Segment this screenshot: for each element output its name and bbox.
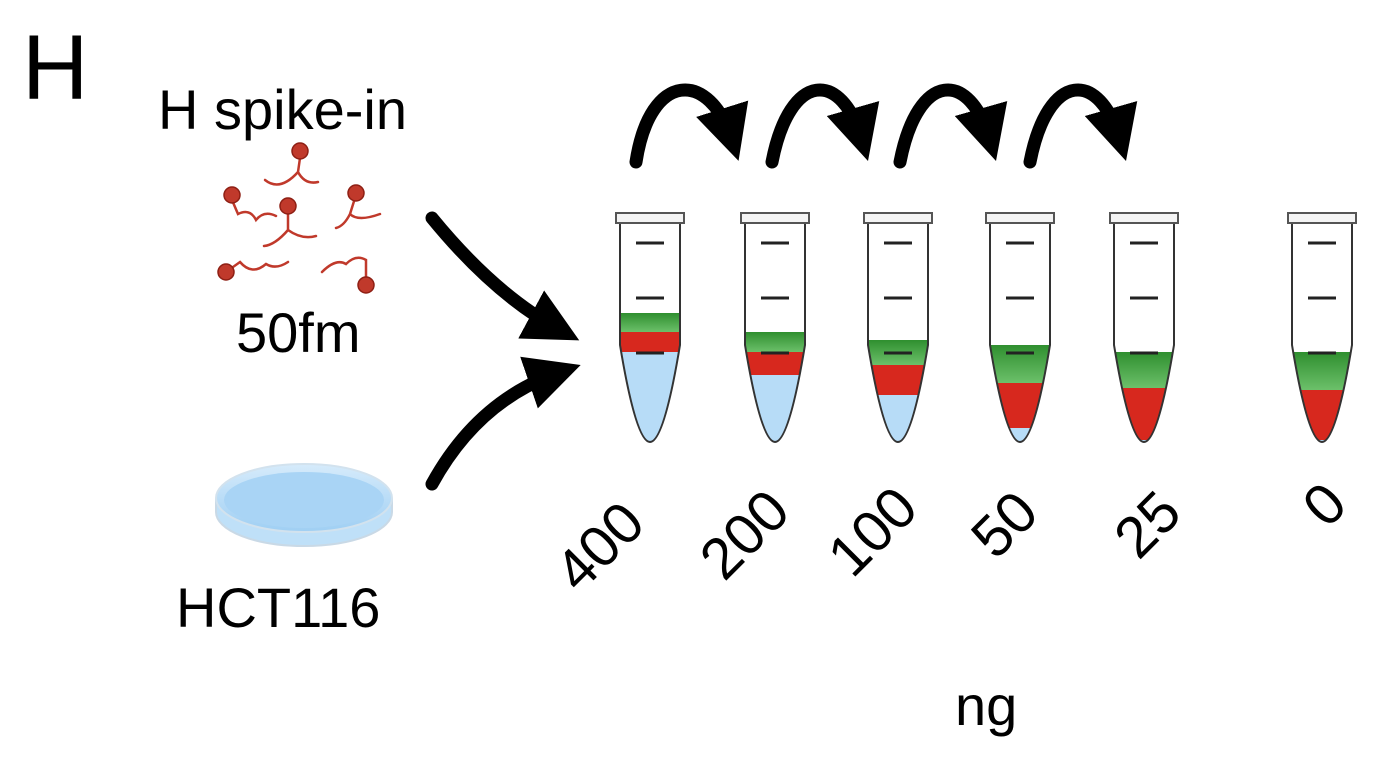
- tube-cap: [1109, 212, 1179, 224]
- tube-outline: [744, 221, 806, 444]
- sample-layer: [620, 352, 680, 442]
- buffer-layer: [1292, 352, 1352, 390]
- cell-line-label: HCT116: [176, 576, 381, 639]
- transfer-arrow-1: [629, 83, 749, 169]
- spike-in-layer: [1114, 388, 1174, 440]
- spike-in-arrow: [425, 211, 580, 341]
- unit-label: ng: [955, 674, 1018, 737]
- tube-50: [985, 212, 1055, 444]
- tube-cap: [615, 212, 685, 224]
- tube-cap: [985, 212, 1055, 224]
- tube-0: [1287, 212, 1357, 444]
- petri-dish-icon: [215, 463, 393, 547]
- tube-outline: [619, 221, 681, 444]
- transfer-arrow-3: [893, 83, 1008, 169]
- tube-25: [1109, 212, 1179, 444]
- tube-cap: [740, 212, 810, 224]
- tube-cap: [1287, 212, 1357, 224]
- tube-outline: [1291, 221, 1353, 444]
- phosphopeptide-molecules-icon: [217, 142, 382, 294]
- serial-dilution-arrows: [629, 83, 1138, 169]
- panel-letter: H: [22, 17, 89, 119]
- spike-in-layer: [1292, 390, 1352, 440]
- tube-outline: [989, 221, 1051, 444]
- sample-layer: [868, 395, 928, 442]
- cells-arrow: [425, 356, 581, 491]
- tube-outline: [867, 221, 929, 444]
- tube-cap: [863, 212, 933, 224]
- tube-200: [740, 212, 810, 444]
- tube-rack: [615, 212, 1357, 444]
- buffer-layer: [620, 313, 680, 332]
- transfer-arrow-2: [765, 83, 880, 169]
- spike-in-layer: [868, 365, 928, 395]
- buffer-layer: [745, 332, 805, 352]
- spike-in-layer: [620, 332, 680, 352]
- spike-in-title: H spike-in: [158, 78, 407, 141]
- spike-in-amount: 50fm: [236, 301, 361, 364]
- tube-400: [615, 212, 685, 444]
- spike-in-layer: [745, 352, 805, 375]
- transfer-arrow-4: [1023, 83, 1138, 169]
- tube-100: [863, 212, 933, 444]
- sample-layer: [990, 428, 1050, 442]
- tube-outline: [1113, 221, 1175, 444]
- buffer-layer: [990, 345, 1050, 383]
- buffer-layer: [1114, 352, 1174, 388]
